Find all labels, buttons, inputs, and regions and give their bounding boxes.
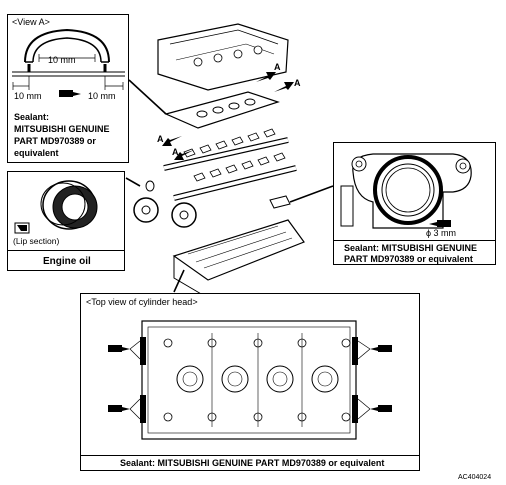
cam-housing-dim: ϕ 3 mm — [426, 228, 457, 238]
arrow-label-a-2: A — [294, 78, 301, 88]
view-a-arrows — [162, 72, 294, 160]
sealant-tube-icon — [357, 398, 392, 420]
sealant-tube-icon — [59, 90, 81, 97]
sealant-tube-icon — [357, 340, 392, 360]
valve-cover-gasket — [164, 91, 280, 129]
top-view-title: <Top view of cylinder head> — [86, 297, 198, 307]
sealant-tube-icon — [429, 220, 451, 227]
camshafts — [163, 137, 297, 201]
view-a-title: <View A> — [12, 17, 50, 27]
oil-seal-diagram — [14, 180, 98, 234]
exploded-engine-diagram — [125, 23, 334, 299]
view-a-dim-center: 10 mm — [48, 55, 76, 65]
oil-seal-divider — [7, 250, 125, 251]
view-a-seal-diagram — [12, 28, 125, 97]
camshaft-sprockets — [133, 197, 197, 228]
view-a-sealant-line2: PART MD970389 or — [14, 136, 96, 146]
view-a-dim-left: 10 mm — [14, 91, 42, 101]
arrow-label-a-4: A — [172, 147, 179, 157]
cam-housing-diagram — [340, 153, 472, 229]
lip-section-icon — [14, 222, 30, 234]
figure-code: AC404024 — [458, 474, 492, 481]
oil-seal-lip-section: (Lip section) — [13, 236, 60, 246]
top-view-cylinder-head — [108, 320, 392, 440]
cam-sensor — [269, 195, 291, 209]
sealant-tube-icon — [108, 340, 141, 360]
cam-housing-sealant-line1: Sealant: MITSUBISHI GENUINE — [344, 243, 478, 253]
cam-housing-divider — [333, 240, 496, 241]
view-a-sealant-line3: equivalent — [14, 148, 59, 158]
top-view-sealant: Sealant: MITSUBISHI GENUINE PART MD97038… — [120, 458, 385, 468]
rocker-arms — [183, 128, 286, 182]
top-view-divider — [80, 455, 420, 456]
view-a-sealant-label: Sealant: — [14, 112, 50, 122]
cylinder-head — [172, 219, 305, 299]
cam-housing-sealant-line2: PART MD970389 or equivalent — [344, 254, 473, 264]
arrow-label-a-3: A — [157, 134, 164, 144]
arrow-label-a-1: A — [274, 62, 281, 72]
sealant-tube-icon — [108, 398, 141, 420]
view-a-dim-right: 10 mm — [88, 91, 116, 101]
valve-cover — [157, 23, 289, 91]
view-a-sealant-line1: MITSUBISHI GENUINE — [14, 124, 110, 134]
oil-seal-caption: Engine oil — [43, 256, 91, 267]
view-a-panel — [7, 14, 129, 163]
